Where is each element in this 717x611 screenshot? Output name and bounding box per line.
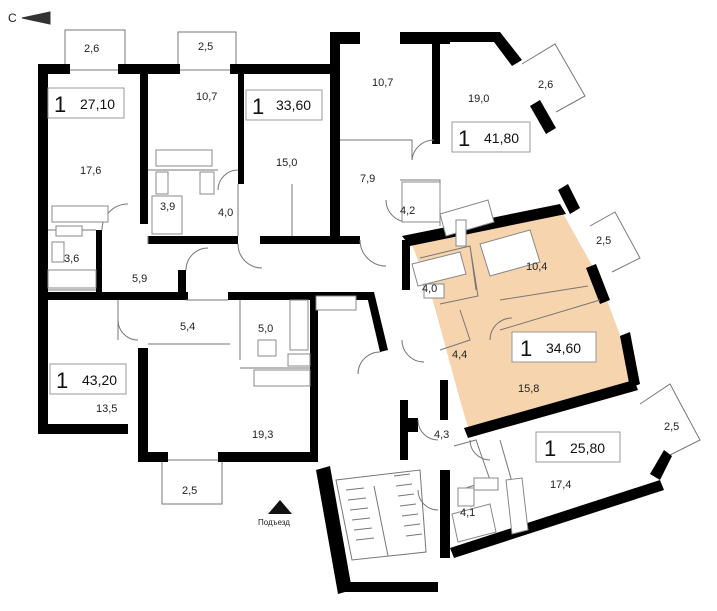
room-area: 7,9	[360, 173, 375, 185]
room-area: 19,3	[252, 429, 273, 441]
apartment-label-2[interactable]: 1 33,60	[245, 89, 323, 121]
room-area: 19,0	[468, 93, 489, 105]
apartment-label-6[interactable]: 1 25,80	[535, 431, 621, 463]
apt-rooms: 1	[520, 336, 532, 361]
room-labels: 17,6 3,6 5,9 2,6 10,7 2,5 3,9 4,0 15,0 1…	[64, 41, 679, 519]
room-area: 2,5	[198, 41, 213, 53]
doors	[101, 139, 513, 511]
apt-area: 34,60	[546, 340, 581, 356]
room-area: 10,7	[372, 77, 393, 89]
room-area: 2,6	[84, 43, 99, 55]
apt-area: 41,80	[484, 130, 519, 146]
compass-arrow-icon	[21, 11, 51, 25]
room-area: 15,8	[518, 383, 539, 395]
room-area: 2,6	[538, 79, 553, 91]
entrance: Подъезд	[258, 500, 292, 527]
compass-label: С	[8, 11, 17, 25]
apt-rooms: 1	[54, 92, 66, 117]
room-area: 4,3	[434, 429, 449, 441]
apt-rooms: 1	[252, 94, 264, 119]
apt-area: 43,20	[82, 372, 117, 388]
room-area: 13,5	[96, 403, 117, 415]
entrance-arrow-icon	[268, 500, 292, 514]
room-area: 2,5	[596, 235, 611, 247]
apartment-label-4[interactable]: 1 34,60	[511, 331, 597, 363]
room-area: 10,7	[196, 91, 217, 103]
fixtures	[47, 149, 541, 543]
compass: С	[8, 11, 51, 25]
balconies	[64, 29, 701, 505]
room-area: 17,4	[550, 479, 571, 491]
stairwell	[335, 469, 427, 561]
highlighted-apartment[interactable]	[410, 208, 633, 434]
room-area: 2,5	[664, 421, 679, 433]
room-area: 5,4	[180, 321, 195, 333]
apt-area: 27,10	[80, 96, 115, 112]
room-area: 5,0	[258, 323, 273, 335]
room-area: 3,9	[160, 201, 175, 213]
partitions	[48, 139, 601, 511]
entrance-label: Подъезд	[258, 518, 290, 527]
apt-rooms: 1	[56, 368, 68, 393]
apt-rooms: 1	[458, 126, 470, 151]
room-area: 4,2	[400, 205, 415, 217]
room-area: 17,6	[80, 165, 101, 177]
apartment-label-3[interactable]: 1 41,80	[451, 121, 531, 153]
room-area: 5,9	[132, 273, 147, 285]
room-area: 4,0	[218, 207, 233, 219]
apartment-label-5[interactable]: 1 43,20	[49, 363, 127, 395]
room-area: 4,1	[460, 507, 475, 519]
room-area: 10,4	[526, 261, 547, 273]
room-area: 4,4	[452, 349, 467, 361]
room-area: 4,0	[422, 283, 437, 295]
walls	[38, 32, 672, 594]
room-area: 3,6	[64, 253, 79, 265]
room-area: 2,5	[182, 485, 197, 497]
apt-area: 25,80	[570, 440, 605, 456]
apartment-label-1[interactable]: 1 27,10	[47, 87, 125, 119]
apt-rooms: 1	[544, 436, 556, 461]
room-area: 15,0	[276, 157, 297, 169]
apt-area: 33,60	[276, 97, 311, 113]
